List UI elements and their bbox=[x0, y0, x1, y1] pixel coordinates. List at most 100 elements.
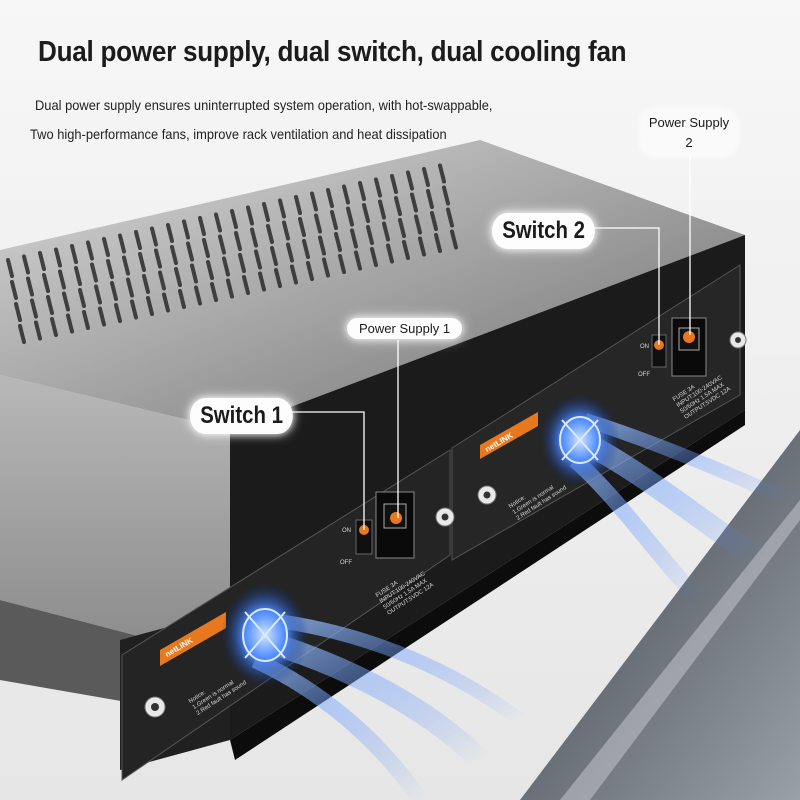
vent-slot bbox=[26, 276, 34, 297]
vent-slot bbox=[82, 310, 90, 330]
vent-slot bbox=[238, 253, 246, 273]
vent-slot bbox=[118, 233, 126, 254]
brand-logo-2 bbox=[480, 412, 538, 459]
vent-slot bbox=[418, 236, 426, 257]
knob-4 bbox=[729, 331, 747, 349]
vent-slot bbox=[146, 296, 154, 316]
vent-slot bbox=[366, 225, 374, 245]
vent-slots bbox=[6, 163, 458, 344]
vent-slot bbox=[110, 281, 118, 301]
callout-power-supply-1: Power Supply 1 bbox=[347, 318, 463, 339]
vent-slot bbox=[450, 229, 458, 250]
vent-slot bbox=[266, 224, 274, 244]
vent-slot bbox=[134, 230, 142, 250]
vent-slot bbox=[182, 219, 190, 240]
vent-slot bbox=[30, 298, 38, 319]
vent-slot bbox=[230, 209, 238, 229]
vent-slot bbox=[382, 221, 390, 242]
vent-slot bbox=[250, 227, 258, 248]
vent-slot bbox=[78, 288, 86, 308]
vent-slot bbox=[270, 246, 278, 266]
vent-slot bbox=[162, 292, 170, 313]
vent-slot bbox=[422, 167, 430, 187]
vent-slot bbox=[38, 251, 46, 271]
vent-slot bbox=[294, 195, 302, 215]
vent-slot bbox=[282, 220, 290, 241]
vent-slot bbox=[398, 218, 406, 238]
vent-slot bbox=[354, 250, 362, 271]
vent-slot bbox=[62, 291, 70, 312]
vent-slot bbox=[150, 226, 158, 247]
vent-slot bbox=[402, 240, 410, 260]
switch-on-label-2: ON bbox=[640, 344, 649, 350]
callout-switch-2: Switch 2 bbox=[492, 213, 596, 249]
vent-slot bbox=[442, 185, 450, 206]
leader-switch-1 bbox=[285, 411, 365, 530]
vent-slot bbox=[242, 275, 250, 295]
switch-on-label-1: ON bbox=[342, 528, 351, 534]
switch-off-label-1: OFF bbox=[340, 560, 352, 566]
vent-slot bbox=[166, 223, 174, 243]
vent-slot bbox=[74, 266, 82, 286]
vent-slot bbox=[438, 163, 446, 184]
vent-slot bbox=[114, 303, 122, 323]
vent-slot bbox=[274, 268, 282, 288]
vent-slot bbox=[6, 258, 14, 278]
vent-slot bbox=[254, 249, 262, 270]
vent-slot bbox=[374, 177, 382, 198]
brand-logo-1 bbox=[160, 612, 226, 666]
callout-lines bbox=[285, 150, 691, 530]
vent-slot bbox=[174, 267, 182, 287]
vent-slot bbox=[310, 191, 318, 212]
vent-slot bbox=[154, 248, 162, 269]
vent-slot bbox=[314, 213, 322, 234]
callout-switch-1: Switch 1 bbox=[190, 398, 294, 434]
vent-slot bbox=[206, 260, 214, 280]
vent-slot bbox=[302, 239, 310, 259]
vent-slot bbox=[226, 278, 234, 299]
vent-slot bbox=[202, 238, 210, 258]
vent-slot bbox=[246, 205, 254, 226]
vent-slot bbox=[138, 252, 146, 272]
vent-slot bbox=[234, 231, 242, 251]
vent-slot bbox=[186, 241, 194, 262]
vent-slot bbox=[258, 271, 266, 292]
vent-slot bbox=[358, 181, 366, 201]
vent-slot bbox=[378, 199, 386, 220]
vent-slot bbox=[194, 285, 202, 306]
vent-slot bbox=[42, 273, 50, 293]
vent-slot bbox=[86, 240, 94, 261]
vent-slot bbox=[170, 245, 178, 265]
leader-switch-2 bbox=[590, 227, 660, 345]
vent-slot bbox=[406, 170, 414, 191]
callout-power-supply-2-line2: 2 bbox=[685, 135, 693, 150]
vent-slot bbox=[106, 259, 114, 279]
vent-slot bbox=[214, 212, 222, 233]
vent-slot bbox=[322, 257, 330, 278]
vent-slot bbox=[394, 196, 402, 216]
vent-slot bbox=[306, 261, 314, 281]
chassis-side bbox=[0, 375, 230, 660]
chassis-top bbox=[0, 140, 745, 430]
vent-slot bbox=[46, 295, 54, 315]
knob-3 bbox=[477, 485, 497, 505]
vent-slot bbox=[262, 202, 270, 222]
subtitle-line-2: Two high-performance fans, improve rack … bbox=[30, 126, 447, 142]
vent-slot bbox=[54, 247, 62, 268]
vent-slot bbox=[338, 254, 346, 274]
callout-power-supply-2-line1: Power Supply bbox=[648, 115, 730, 130]
cooling-fan-1 bbox=[221, 583, 309, 687]
vent-slot bbox=[98, 306, 106, 327]
power-socket-1 bbox=[375, 491, 415, 559]
vent-slot bbox=[10, 280, 18, 300]
cooling-fan-2 bbox=[540, 394, 620, 486]
vent-slot bbox=[410, 192, 418, 213]
vent-slot bbox=[122, 255, 130, 276]
vent-slot bbox=[334, 232, 342, 252]
subtitle-line-1: Dual power supply ensures uninterrupted … bbox=[35, 97, 493, 113]
vent-slot bbox=[58, 269, 66, 290]
vent-slot bbox=[318, 235, 326, 256]
vent-slot bbox=[362, 203, 370, 223]
vent-slot bbox=[298, 217, 306, 237]
vent-slot bbox=[446, 207, 454, 228]
